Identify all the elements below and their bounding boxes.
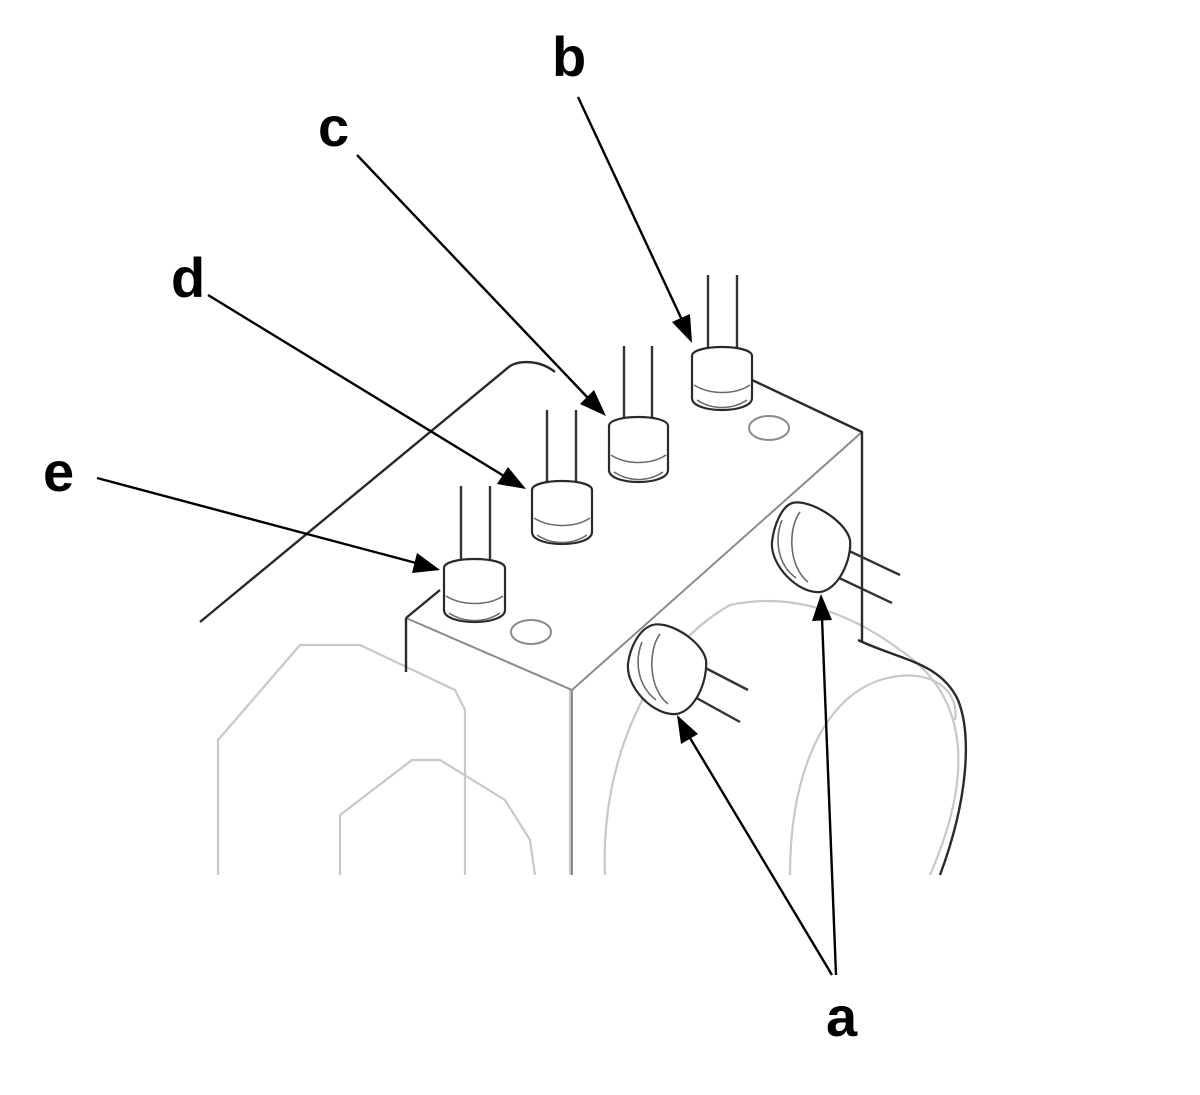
side-brake-lines-a (626, 501, 901, 724)
callout-a: a (826, 985, 858, 1048)
motor-housing-inner (788, 674, 957, 876)
callout-labels: b c d e a (43, 25, 858, 1048)
brake-line-e (442, 486, 507, 624)
callout-e: e (43, 440, 74, 503)
brake-line-a-upper (770, 501, 901, 605)
leader-d (207, 293, 505, 478)
arrowhead-c (580, 390, 606, 416)
brake-line-d (530, 410, 594, 546)
mount-hole-front (510, 619, 552, 645)
leader-c (356, 154, 589, 399)
rear-plate-edge (199, 360, 556, 623)
flare-nut-d (530, 479, 594, 546)
callout-b: b (552, 25, 586, 88)
leader-b (576, 96, 684, 321)
callout-c: c (318, 95, 349, 158)
brake-line-c (607, 346, 670, 484)
arrowhead-d (497, 467, 526, 489)
leader-lines (96, 96, 838, 976)
flare-nut-a-upper (770, 501, 852, 594)
flare-nut-b (690, 345, 754, 412)
flare-nut-e (442, 557, 507, 624)
arrowhead-a-upper (812, 594, 832, 621)
left-bracket-outline (216, 643, 467, 875)
brake-line-b (690, 275, 754, 412)
flare-nut-c (607, 415, 670, 484)
block-top-back-edge (405, 589, 441, 619)
modulator-block (199, 360, 968, 876)
mount-hole-rear (748, 415, 790, 441)
block-right-back-edge (751, 378, 864, 642)
left-bracket-inner (338, 758, 537, 876)
motor-top-edge (857, 638, 968, 876)
top-brake-lines (442, 275, 754, 624)
leader-a-to-upper (820, 617, 838, 976)
brake-line-a-lower (626, 623, 749, 724)
flare-nut-a-lower (626, 623, 708, 716)
background-components (216, 600, 960, 876)
arrowhead-b (672, 314, 692, 343)
motor-housing-outline (603, 600, 960, 876)
callout-d: d (171, 246, 205, 309)
arrowhead-e (412, 553, 440, 573)
leader-e (96, 476, 417, 565)
leader-a-to-lower (688, 737, 834, 976)
arrowhead-a-lower (677, 715, 698, 744)
